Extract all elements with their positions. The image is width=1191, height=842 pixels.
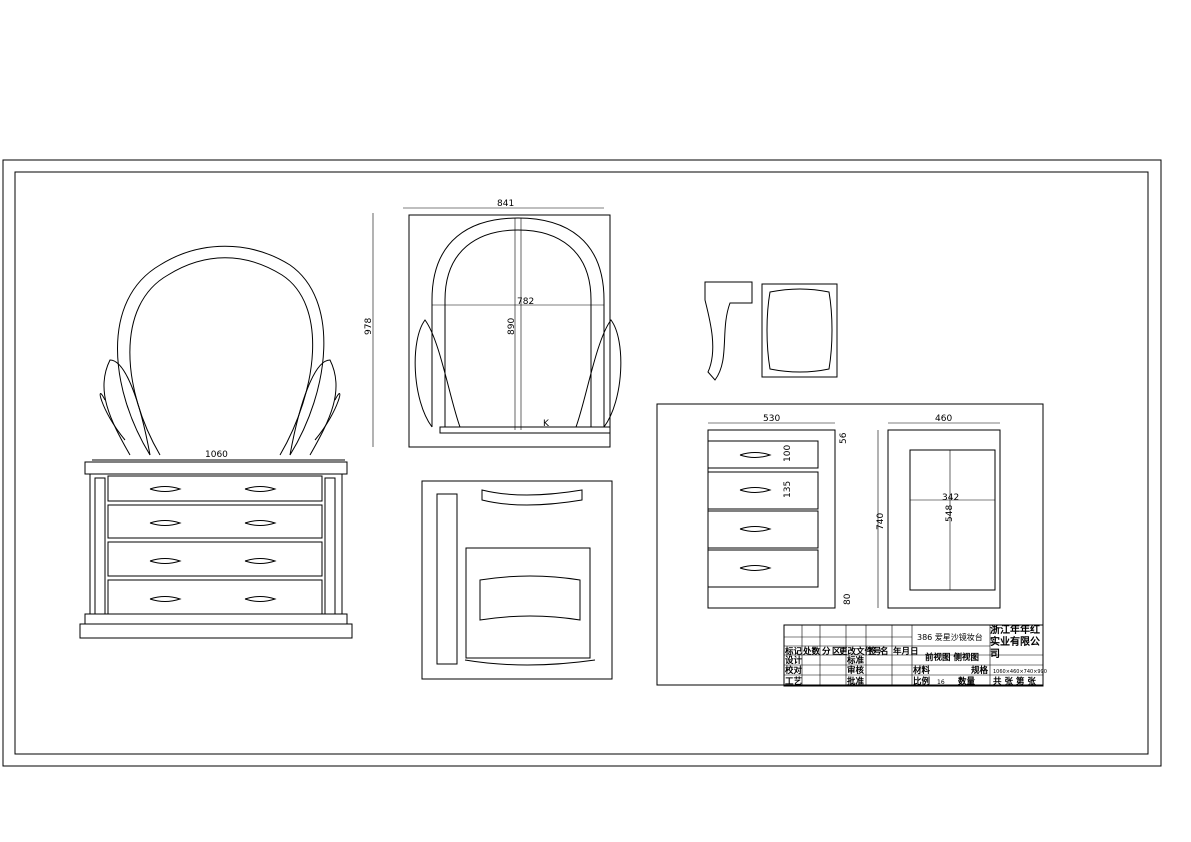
dim-front-width: 1060 [205,450,228,460]
dim-drawer-height: 135 [783,481,793,498]
tb-spec-label: 规格 [971,665,989,676]
mirror-mark: K [543,419,550,429]
dim-mirror-inner-width: 782 [517,297,534,307]
title-block: 标记 处数 分 区 更改文件号 签 名 年月日 设计 标准 校对 审核 工艺 批… [783,624,1047,687]
tb-sign: 签 [867,646,877,657]
tb-spec-value: 1060×460×740×990 [993,669,1047,675]
tb-company-wrap: 浙江年年红实业有限公司 [990,625,1040,660]
dim-drawer-top: 100 [783,445,793,462]
tb-name: 名 [880,646,889,657]
dim-base-height: 80 [843,593,853,605]
tb-company: 浙江年年红实业有限公司 [990,625,1040,660]
tb-scale-value: 16 [937,679,945,686]
tb-count: 处数 [802,646,821,657]
tb-views: 前视图 侧视图 [925,652,979,663]
tb-change-doc: 更改文件号 [839,646,882,657]
front-view-dresser: 1060 [79,245,353,639]
dim-top-thickness: 56 [839,432,849,444]
dim-mirror-width: 841 [497,199,514,209]
tb-div: 分 [822,646,831,657]
tb-product-name: 386 爱星沙镜妆台 [917,632,983,642]
tb-zone: 区 [832,647,841,657]
dim-cabinet-depth: 460 [935,414,952,424]
dim-mirror-height: 978 [364,318,374,335]
top-view-sheet [421,480,613,680]
side-view-sheet: 530 56 100 135 740 460 342 548 80 [656,403,1044,686]
tb-scale-label: 比例 [913,676,931,687]
dim-mirror-inner-height: 890 [507,318,517,335]
tb-review: 审核 [847,665,865,676]
tb-material: 材料 [912,665,931,676]
tb-approve: 批准 [847,676,865,687]
tb-design: 设计 [785,655,803,666]
tb-quantity: 数量 [958,676,976,687]
tb-check: 校对 [785,665,803,676]
tb-mark: 标记 [784,646,803,657]
tb-process: 工艺 [785,676,803,687]
dim-inner-height: 548 [945,505,955,522]
dim-inner-width: 342 [942,493,959,503]
dim-cabinet-height: 740 [876,513,886,530]
tb-sheets: 共 张 第 张 [993,676,1036,687]
mirror-view: 841 782 890 978 K [364,199,622,448]
tb-date: 年月日 [893,646,919,657]
tb-standard: 标准 [846,655,865,666]
leg-detail [704,281,838,381]
outer-frame [2,159,1162,767]
inner-frame [14,171,1149,755]
dim-side-width: 530 [763,414,780,424]
